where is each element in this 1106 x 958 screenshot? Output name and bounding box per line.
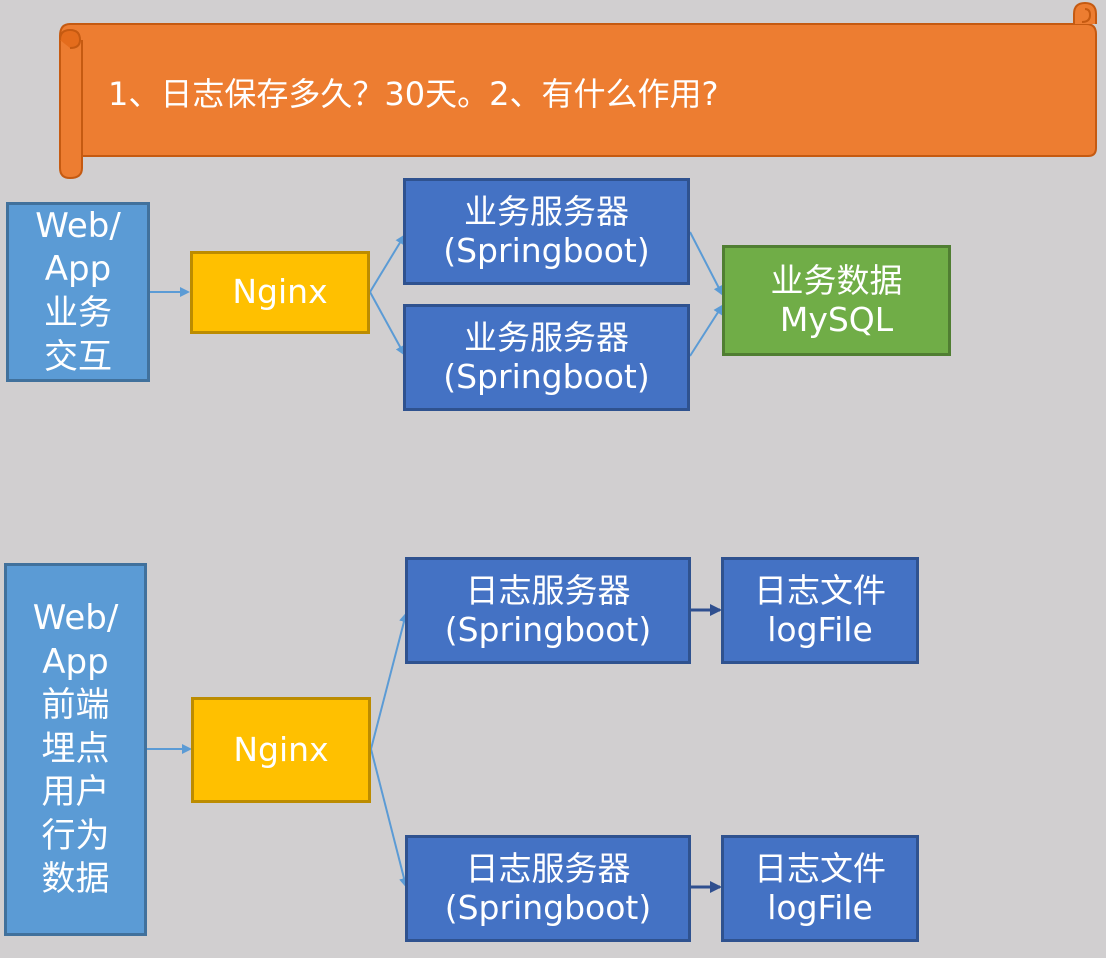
web-app-business-client: Web/ App 业务 交互 xyxy=(6,202,150,382)
nginx-bottom: Nginx xyxy=(191,697,371,803)
log-file2-title: 日志文件 xyxy=(754,848,886,888)
log-file-2: 日志文件 logFile xyxy=(721,835,919,942)
server1-subtitle: (Springboot) xyxy=(443,230,650,270)
nginx-top-label: Nginx xyxy=(232,272,328,312)
database-subtitle: MySQL xyxy=(779,299,894,339)
arrow-nginx-to-server2 xyxy=(369,291,405,356)
banner-scroll xyxy=(59,1,1097,180)
arrow-nginx-to-logserver2 xyxy=(370,748,409,888)
log-server1-subtitle: (Springboot) xyxy=(444,609,652,649)
web-app-tracking-client: Web/ App 前端 埋点 用户 行为 数据 xyxy=(4,563,147,936)
business-database: 业务数据 MySQL xyxy=(722,245,951,356)
server1-title: 业务服务器 xyxy=(464,191,629,231)
arrow-server2-to-db xyxy=(689,304,724,357)
client-line-1: Web/ xyxy=(35,205,121,246)
log-file2-subtitle: logFile xyxy=(767,887,873,927)
log-server-2: 日志服务器 (Springboot) xyxy=(405,835,691,942)
tracking-client-line-3: 前端 xyxy=(41,685,110,726)
tracking-client-line-4: 埋点 xyxy=(41,728,110,769)
tracking-client-line-7: 数据 xyxy=(41,859,110,900)
client-line-4: 交互 xyxy=(44,336,112,377)
banner-question-text: 1、日志保存多久？30天。2、有什么作用? xyxy=(108,75,719,113)
nginx-top: Nginx xyxy=(190,251,370,334)
tracking-client-line-1: Web/ xyxy=(32,598,119,639)
tracking-client-line-5: 用户 xyxy=(41,772,110,813)
tracking-client-line-2: App xyxy=(42,641,109,682)
log-file-1: 日志文件 logFile xyxy=(721,557,919,664)
server2-title: 业务服务器 xyxy=(464,317,629,357)
business-server-1: 业务服务器 (Springboot) xyxy=(403,178,690,285)
client-line-2: App xyxy=(44,249,112,290)
database-title: 业务数据 xyxy=(770,260,903,300)
log-file1-subtitle: logFile xyxy=(767,609,873,649)
log-server-1: 日志服务器 (Springboot) xyxy=(405,557,691,664)
business-server-2: 业务服务器 (Springboot) xyxy=(403,304,690,411)
nginx-bottom-label: Nginx xyxy=(233,729,329,769)
log-server1-title: 日志服务器 xyxy=(465,570,631,610)
server2-subtitle: (Springboot) xyxy=(443,356,650,396)
log-server2-subtitle: (Springboot) xyxy=(444,887,652,927)
log-file1-title: 日志文件 xyxy=(754,570,886,610)
arrow-server1-to-db xyxy=(689,231,723,296)
client-line-3: 业务 xyxy=(44,293,112,333)
tracking-client-line-6: 行为 xyxy=(41,815,110,856)
log-server2-title: 日志服务器 xyxy=(465,848,631,888)
arrow-nginx-to-logserver1 xyxy=(370,612,409,750)
arrow-nginx-to-server1 xyxy=(369,234,406,293)
